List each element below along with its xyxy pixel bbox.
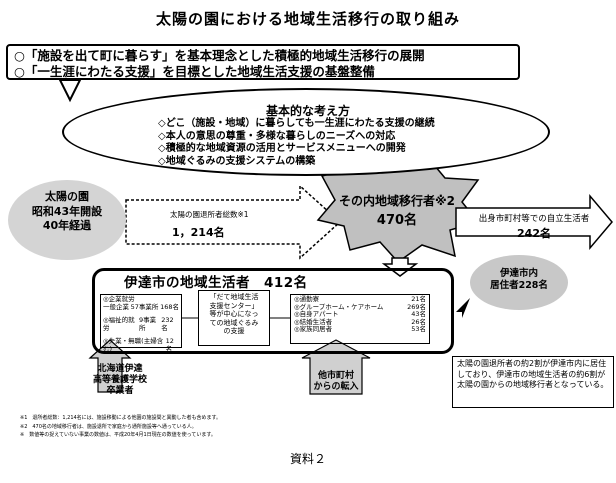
total-label: 太陽の園退所者総数※1: [170, 210, 249, 219]
date-city-line-1: 伊達市内: [499, 268, 538, 279]
footnote-2: ※2 470名の地域移行者は、施設退所で家庭から通所施設等へ通っている人。: [20, 423, 197, 430]
origin-line-1: 太陽の園: [45, 190, 89, 203]
self-support-label: 出身市町村等での自立生活者: [478, 214, 590, 224]
highschool-line-2: 高等養護学校: [92, 375, 147, 385]
housing-label: ◎自身アパート: [294, 310, 339, 319]
support-center-line: ての地域ぐるみ: [209, 318, 259, 327]
employment-row-1-mid: 57事業所: [130, 302, 159, 311]
basic-principles-list: ◇どこ（施設・地域）に暮らしても一生涯にわたる支援の継続 ◇本人の意思の尊重・多…: [158, 118, 435, 168]
housing-num: 53名: [411, 325, 426, 334]
date-city-text: 伊達市内 居住者228名: [470, 268, 568, 292]
date-residents-box: [92, 268, 454, 354]
highschool-text: 北海道伊達 高等養護学校 卒業者: [70, 364, 170, 397]
housing-list: ◎通勤寮 21名 ◎グループホーム・ケアホーム 269名 ◎自身アパート 43名 ◎結…: [290, 294, 430, 344]
housing-row: ◎結婚生活者 26名: [294, 317, 426, 327]
principle-banner: ○「施設を出て町に暮らす」を基本理念とした積極的地域生活移行の展開 ○「一生涯に…: [6, 44, 520, 80]
banner-tail: [58, 79, 82, 103]
basic-item: ◇積極的な地域資源の活用とサービスメニューへの開発: [158, 143, 406, 154]
support-center-line: 等が中心になっ: [209, 310, 259, 319]
origin-text: 太陽の園 昭和43年開設 40年経過: [8, 190, 126, 234]
support-center-box: 「だて地域生活 支援センター」 等が中心になっ ての地域ぐるみ の支援: [198, 290, 270, 346]
date-city-circle: [470, 255, 568, 310]
employment-row-3: ◎失業・無職(主婦含む) 12名: [103, 338, 179, 353]
origin-line-2: 昭和43年開設: [31, 204, 103, 218]
date-arrow: [456, 298, 470, 318]
footnotes: ※1 退所者総数：1,214名には、施設移動による他園の施設間と異動した者も含め…: [20, 414, 221, 440]
employment-heading-1: ◎企業就労: [103, 295, 135, 303]
footnote-3: ※ 数値等の捉えていない事業の数値は、平成20年4月1日現在の数値を使っています…: [20, 432, 216, 438]
employment-row-1-label: 一般企業: [103, 302, 129, 311]
footnote-1: ※1 退所者総数：1,214名には、施設移動による他園の施設間と異動した者も含め…: [20, 415, 222, 421]
highschool-line-1: 北海道伊達: [97, 364, 143, 374]
housing-num: 26名: [411, 317, 426, 326]
transfer-line-2: からの転入: [313, 382, 359, 392]
page-title: 太陽の園における地域生活移行の取り組み: [155, 10, 460, 28]
housing-num: 269名: [407, 302, 426, 311]
transfer-line-1: 他市町村: [317, 371, 354, 381]
employment-row-1-num: 168名: [160, 302, 179, 311]
self-support-value: 242名: [517, 227, 551, 240]
summary-note: 太陽の園退所者の約2割が伊達市内に居住しており、伊達市の地域生活者の約6割が太陽…: [452, 356, 614, 408]
housing-label: ◎通勤寮: [294, 295, 320, 303]
employment-heading-2: ◎福祉的就労: [103, 316, 135, 332]
transfer-text: 他市町村 からの転入: [300, 371, 372, 393]
housing-label: ◎グループホーム・ケアホーム: [294, 302, 384, 311]
origin-oval: [8, 180, 126, 260]
principle-line-2: ○「一生涯にわたる支援」を目標とした地域生活支援の基盤整備: [14, 64, 375, 79]
employment-row-3-num: 12名: [165, 337, 174, 353]
housing-row: ◎通勤寮 21名: [294, 295, 426, 304]
origin-line-3: 40年経過: [42, 219, 92, 232]
document-label: 資料２: [289, 452, 326, 466]
support-center-line: 支援センター」: [209, 301, 259, 310]
date-city-line-2: 居住者228名: [490, 280, 548, 291]
basic-principles-title: 基本的な考え方: [265, 104, 350, 118]
transition-value: 470名: [376, 213, 418, 228]
employment-row-2-mid: 9事業所: [138, 316, 157, 332]
housing-num: 43名: [411, 310, 426, 319]
housing-label: ◎家族同居者: [294, 325, 333, 334]
date-residents-title: 伊達市の地域生活者 412名: [124, 275, 308, 291]
total-value: 1，214名: [172, 226, 225, 239]
support-center-line: 「だて地域生活: [209, 293, 259, 301]
basic-item: ◇地域ぐるみの支援システムの構築: [158, 155, 316, 167]
housing-row: ◎グループホーム・ケアホーム 269名: [294, 302, 426, 312]
housing-label: ◎結婚生活者: [294, 317, 333, 326]
basic-item: ◇本人の意思の尊重・多様な暮らしのニーズへの対応: [158, 130, 396, 142]
support-center-line: の支援: [223, 327, 245, 336]
housing-row: ◎自身アパート 43名: [294, 311, 426, 319]
basic-principles-ellipse: [62, 88, 550, 176]
housing-row: ◎家族同居者 53名: [294, 326, 426, 334]
highschool-line-3: 卒業者: [106, 386, 134, 396]
employment-row-2-num: 232名: [161, 316, 174, 332]
transition-label: その内地域移行者※2: [338, 194, 456, 208]
employment-row-2: ◎福祉的就労 9事業所 232名: [103, 316, 179, 332]
basic-item: ◇どこ（施設・地域）に暮らしても一生涯にわたる支援の継続: [158, 118, 435, 129]
housing-num: 21名: [411, 295, 426, 303]
total-arrow: [125, 184, 342, 260]
employment-list: ◎企業就労 一般企業 57事業所 168名 ◎福祉的就労 9事業所 232名 ◎…: [100, 294, 182, 353]
employment-row-1: 一般企業 57事業所 168名: [103, 302, 179, 312]
employment-heading-3: ◎失業・無職(主婦含む): [103, 337, 164, 353]
self-support-arrow: [455, 193, 613, 251]
principle-line-1: ○「施設を出て町に暮らす」を基本理念とした積極的地域生活移行の展開: [14, 48, 425, 63]
